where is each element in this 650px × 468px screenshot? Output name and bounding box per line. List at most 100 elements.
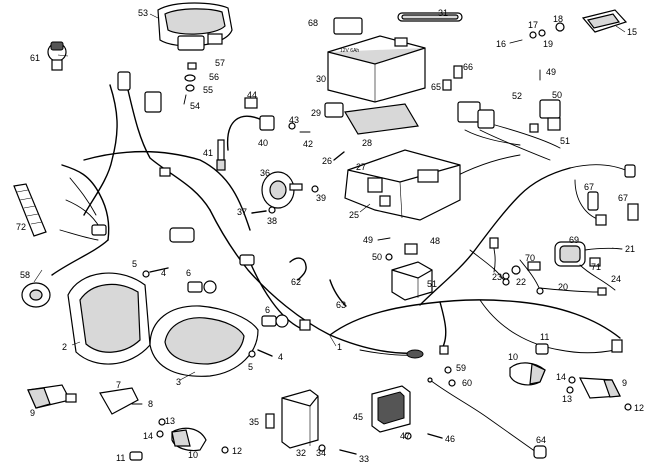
plugs-65-66 — [442, 65, 463, 91]
callout-62: 62 — [291, 277, 301, 287]
callout-6b: 6 — [265, 305, 270, 315]
callout-50a: 50 — [372, 252, 382, 262]
callout-2: 2 — [62, 342, 67, 352]
callout-9a: 9 — [30, 408, 35, 418]
sleeve-72 — [13, 183, 47, 237]
bracket-7 — [99, 387, 143, 415]
bulbs — [187, 280, 289, 328]
callout-7: 7 — [116, 380, 121, 390]
callout-68: 68 — [308, 18, 318, 28]
nuts-22-23 — [502, 265, 521, 280]
nuts-12-14 — [156, 376, 632, 454]
turn-signal-front-right — [578, 377, 621, 399]
callout-39: 39 — [316, 193, 326, 203]
component-67 — [587, 191, 639, 221]
callout-52: 52 — [512, 91, 522, 101]
callout-59: 59 — [456, 363, 466, 373]
callout-44: 44 — [247, 90, 257, 100]
callout-15: 15 — [627, 27, 637, 37]
callout-26: 26 — [322, 156, 332, 166]
callout-23: 23 — [492, 272, 502, 282]
callout-34: 34 — [316, 448, 326, 458]
regulator — [391, 243, 433, 301]
callout-69: 69 — [569, 235, 579, 245]
callout-28: 28 — [362, 138, 372, 148]
callout-55: 55 — [203, 85, 213, 95]
callout-24: 24 — [611, 274, 621, 284]
callout-66: 66 — [463, 62, 473, 72]
callout-48: 48 — [430, 236, 440, 246]
instrument-panel — [157, 2, 233, 51]
callout-49a: 49 — [363, 235, 373, 245]
callout-58: 58 — [20, 270, 30, 280]
callout-63: 63 — [336, 300, 346, 310]
headlight-housing — [67, 272, 151, 365]
callout-4a: 4 — [161, 268, 166, 278]
callout-47: 47 — [400, 431, 410, 441]
fasteners-59-60 — [444, 366, 456, 387]
callout-16: 16 — [496, 39, 506, 49]
hooks-62-63 — [289, 257, 347, 307]
headlight-lens — [149, 305, 259, 377]
callout-57: 57 — [215, 58, 225, 68]
callout-27: 27 — [356, 162, 366, 172]
callout-5b: 5 — [248, 362, 253, 372]
sensor-cable-64 — [427, 377, 547, 459]
callout-12a: 12 — [232, 446, 242, 456]
callout-45: 45 — [353, 412, 363, 422]
callout-65: 65 — [431, 82, 441, 92]
battery-tray — [344, 149, 461, 221]
battery: 12V 6Ah — [327, 35, 426, 103]
fuse-cover — [333, 17, 363, 35]
ignition-coil — [554, 241, 623, 291]
callout-29: 29 — [311, 108, 321, 118]
plug-44 — [244, 97, 258, 109]
callout-11b: 11 — [540, 332, 549, 342]
screw-26 — [333, 151, 345, 161]
fasteners-46-47 — [404, 432, 443, 440]
callout-43: 43 — [289, 115, 299, 125]
callout-54: 54 — [190, 101, 200, 111]
sensor-40 — [226, 115, 275, 151]
callout-37: 37 — [237, 207, 247, 217]
callout-53: 53 — [138, 8, 148, 18]
cdi-unit — [281, 389, 319, 449]
callout-35: 35 — [249, 417, 259, 427]
callout-46: 46 — [445, 434, 455, 444]
small-relay — [324, 102, 344, 118]
callout-10b: 10 — [508, 352, 518, 362]
callout-22: 22 — [516, 277, 526, 287]
rectifier — [371, 385, 411, 433]
callout-8: 8 — [148, 399, 153, 409]
callout-21: 21 — [625, 244, 635, 254]
callout-41: 41 — [203, 148, 213, 158]
callout-67a: 67 — [584, 182, 594, 192]
callout-56: 56 — [209, 72, 219, 82]
callout-30: 30 — [316, 74, 326, 84]
callout-12b: 12 — [634, 403, 644, 413]
bolts-42-43 — [288, 122, 311, 133]
callout-labels: 1 2 3 4 4 5 5 6 6 7 8 9 9 10 10 11 11 12… — [16, 8, 644, 464]
callout-42: 42 — [303, 139, 313, 149]
callout-70: 70 — [525, 253, 535, 263]
small-fasteners-top — [183, 62, 197, 105]
fasteners-16-19 — [509, 22, 565, 44]
callout-38: 38 — [267, 216, 277, 226]
callout-19: 19 — [543, 39, 553, 49]
callout-14b: 14 — [556, 372, 566, 382]
ignition-switch — [47, 41, 67, 71]
callout-10a: 10 — [188, 450, 198, 460]
horn — [261, 171, 303, 209]
ignition-items — [527, 257, 607, 296]
leader-lines — [33, 13, 626, 381]
turn-signal-rear-right — [509, 343, 549, 386]
callout-14a: 14 — [143, 431, 153, 441]
component-15 — [581, 9, 628, 33]
battery-label: 12V 6Ah — [340, 48, 359, 54]
callout-51b: 51 — [560, 136, 570, 146]
headlight-screws — [142, 267, 273, 358]
callout-13a: 13 — [165, 416, 175, 426]
callout-31: 31 — [438, 8, 448, 18]
